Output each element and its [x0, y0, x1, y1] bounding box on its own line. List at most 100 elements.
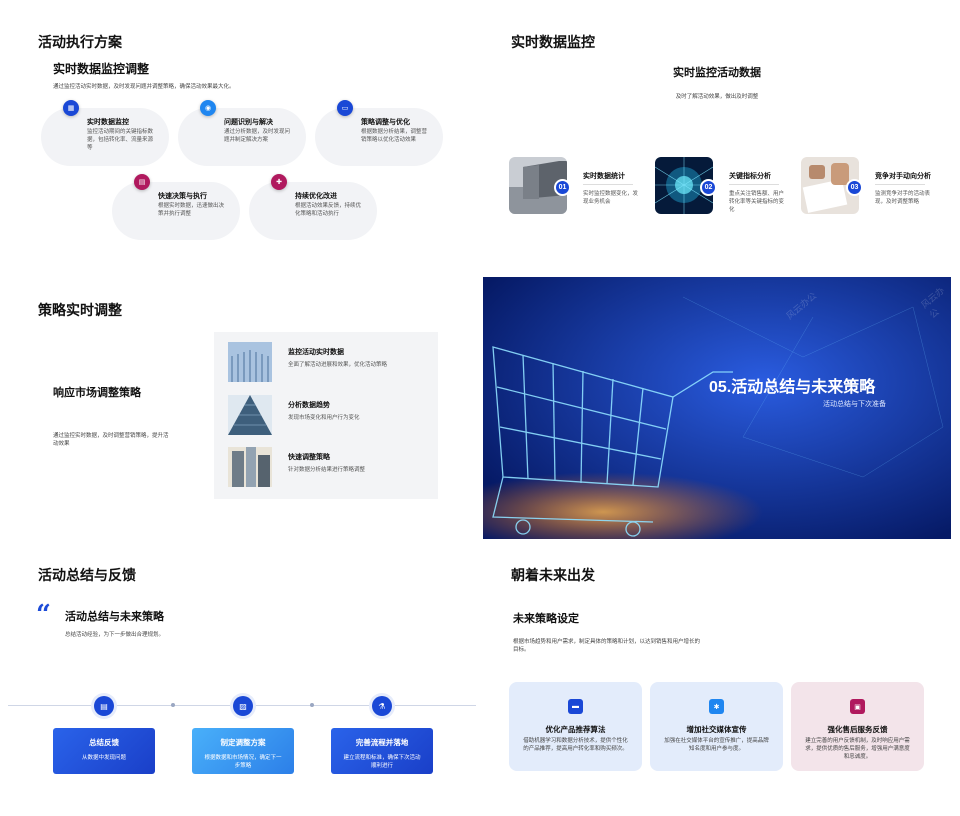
slide-activity-plan: 活动执行方案 实时数据监控调整 通过监控活动实时数据，及时发现问题并调整策略，确… [8, 12, 476, 274]
section-subtitle: 活动总结与下次准备 [823, 401, 886, 408]
divider [875, 184, 925, 185]
strategy-title: 监控活动实时数据 [288, 349, 344, 356]
metric-title: 关键指标分析 [729, 173, 771, 180]
target-icon: ◉ [200, 100, 216, 116]
strategy-card-title: 增加社交媒体宣传 [686, 725, 747, 734]
metric-number: 03 [846, 179, 863, 196]
strategy-card: ✱ 增加社交媒体宣传 加强在社交媒体平台的宣传推广，提高品牌知名度和用户参与度。 [650, 682, 783, 771]
step-card: 完善流程并落地 建立流程和标准，确保下次活动顺利进行 [331, 728, 433, 774]
plan-item-title: 实时数据监控 [87, 119, 129, 126]
metric-desc: 监测竞争对手的活动表现，及时调整策略 [875, 191, 931, 205]
slide-description: 总结活动经验，为下一步做出合理规划。 [65, 632, 165, 638]
strategy-desc: 全面了解活动进展和效果，优化活动策略 [288, 362, 388, 368]
plan-item: ✚ 持续优化改进 根据活动效果反馈，持续优化策略和活动执行 [249, 174, 377, 240]
step-desc: 建立流程和标准，确保下次活动顺利进行 [343, 755, 421, 769]
timeline-dot [310, 703, 314, 707]
image-icon: ▨ [233, 696, 253, 716]
strategy-title: 分析数据趋势 [288, 402, 330, 409]
metric-card: 02 关键指标分析 重点关注销售额、用户转化率等关键指标的变化 [655, 157, 795, 217]
document-icon: ▤ [94, 696, 114, 716]
slide-description: 及时了解活动效果，做出及时调整 [675, 94, 759, 100]
divider [729, 184, 779, 185]
plan-item: ▦ 实时数据监控 监控活动期间的关键指标数据，包括转化率、流量来源等 [41, 100, 169, 166]
cart-network-background [483, 277, 951, 539]
metric-number: 01 [554, 179, 571, 196]
metric-number: 02 [700, 179, 717, 196]
metric-title: 实时数据统计 [583, 173, 625, 180]
slide-subtitle: 活动总结与未来策略 [65, 611, 164, 623]
puzzle-icon: ✚ [271, 174, 287, 190]
strategy-desc: 发现市场变化和用户行为变化 [288, 415, 360, 421]
gear-icon: ✱ [709, 699, 724, 714]
metric-desc: 重点关注销售额、用户转化率等关键指标的变化 [729, 191, 785, 213]
step-card: 制定调整方案 根据数据和市场情况，确定下一步策略 [192, 728, 294, 774]
step-desc: 从数据中发现问题 [81, 755, 126, 761]
slide-title: 活动执行方案 [38, 34, 122, 50]
plan-item-desc: 根据实时数据，迅速做出决策并执行调整 [158, 203, 225, 217]
message-icon: ▤ [134, 174, 150, 190]
plan-item-title: 持续优化改进 [295, 193, 337, 200]
plan-item-desc: 根据活动效果反馈，持续优化策略和活动执行 [295, 203, 362, 217]
slide-subtitle: 实时数据监控调整 [53, 62, 150, 76]
quote-mark-icon: “ [36, 600, 51, 630]
flask-icon: ⚗ [372, 696, 392, 716]
plan-item: ◉ 问题识别与解决 通过分析数据，及时发现问题并制定解决方案 [178, 100, 306, 166]
skyscraper-photo [228, 395, 272, 435]
step-title: 制定调整方案 [220, 738, 266, 747]
strategy-card: ▣ 强化售后服务反馈 建立完善的用户反馈机制，及时响应用户需求，提供优质的售后服… [791, 682, 924, 771]
step-card: 总结反馈 从数据中发现问题 [53, 728, 155, 774]
section-title: 05.活动总结与未来策略 [709, 379, 876, 396]
divider [583, 184, 633, 185]
building-photo [228, 342, 272, 382]
step-desc: 根据数据和市场情况，确定下一步策略 [204, 755, 282, 769]
strategy-card-desc: 建立完善的用户反馈机制，及时响应用户需求，提供优质的售后服务，增强用户满意度和忠… [805, 738, 910, 760]
strategy-row: 快速调整策略 针对数据分析结果进行策略调整 [228, 447, 428, 489]
metric-title: 竞争对手动向分析 [875, 173, 931, 180]
plan-item-desc: 监控活动期间的关键指标数据，包括转化率、流量来源等 [87, 129, 154, 151]
strategy-desc: 针对数据分析结果进行策略调整 [288, 467, 366, 473]
metric-card: 03 竞争对手动向分析 监测竞争对手的活动表现，及时调整策略 [801, 157, 941, 217]
cart-icon: ▬ [568, 699, 583, 714]
strategy-panel: 监控活动实时数据 全面了解活动进展和效果，优化活动策略 分析数据趋势 发现市场变… [214, 332, 438, 499]
plan-item: ▤ 快速决策与执行 根据实时数据，迅速做出决策并执行调整 [112, 174, 240, 240]
metric-card: 01 实时数据统计 实时监控数据变化，发现业务机会 [509, 157, 649, 217]
monitor-icon: ▭ [337, 100, 353, 116]
metric-desc: 实时监控数据变化，发现业务机会 [583, 191, 639, 205]
chart-icon: ▦ [63, 100, 79, 116]
plan-item-desc: 根据数据分析结果，调整营销策略以优化活动效果 [361, 129, 428, 143]
slide-title: 实时数据监控 [511, 34, 595, 50]
plan-item-desc: 通过分析数据，及时发现问题并制定解决方案 [224, 129, 291, 143]
strategy-card: ▬ 优化产品推荐算法 借助机器学习和数据分析技术，提供个性化的产品推荐，提高用户… [509, 682, 642, 771]
slide-title: 活动总结与反馈 [38, 567, 136, 583]
tower-photo [228, 447, 272, 487]
slide-strategy-adjustment: 策略实时调整 响应市场调整策略 通过监控实时数据，及时调整营销策略，提升活动效果… [8, 278, 476, 540]
slide-description: 根据市场趋势和用户需求，制定具体的策略和计划，以达到销售和用户增长的目标。 [513, 639, 701, 653]
slide-summary-feedback: 活动总结与反馈 “ 活动总结与未来策略 总结活动经验，为下一步做出合理规划。 ▤… [8, 545, 476, 807]
slide-title: 策略实时调整 [38, 302, 122, 318]
mail-icon: ▣ [850, 699, 865, 714]
desk-photo [801, 157, 859, 214]
step-title: 总结反馈 [89, 738, 119, 747]
plan-item-title: 问题识别与解决 [224, 119, 273, 126]
slide-description: 通过监控实时数据，及时调整营销策略，提升活动效果 [53, 433, 169, 447]
slide-subtitle: 响应市场调整策略 [53, 387, 141, 399]
strategy-row: 监控活动实时数据 全面了解活动进展和效果，优化活动策略 [228, 342, 428, 384]
slide-description: 通过监控活动实时数据，及时发现问题并调整策略，确保活动效果最大化。 [53, 84, 235, 90]
strategy-title: 快速调整策略 [288, 454, 330, 461]
slide-title: 朝着未来出发 [511, 567, 595, 583]
slide-subtitle: 未来策略设定 [513, 613, 579, 625]
plan-item: ▭ 策略调整与优化 根据数据分析结果，调整营销策略以优化活动效果 [315, 100, 443, 166]
slide-realtime-monitoring: 实时数据监控 实时监控活动数据 及时了解活动效果，做出及时调整 01 实时数据统… [483, 12, 951, 274]
strategy-card-desc: 加强在社交媒体平台的宣传推广，提高品牌知名度和用户参与度。 [664, 738, 769, 752]
strategy-card-title: 优化产品推荐算法 [545, 725, 606, 734]
plan-item-title: 策略调整与优化 [361, 119, 410, 126]
slide-section-cover: 风云办公 风云办公 05.活动总结与未来策略 活动总结与下次准备 [483, 277, 951, 539]
strategy-row: 分析数据趋势 发现市场变化和用户行为变化 [228, 395, 428, 437]
plan-item-title: 快速决策与执行 [158, 193, 207, 200]
slide-future-strategy: 朝着未来出发 未来策略设定 根据市场趋势和用户需求，制定具体的策略和计划，以达到… [483, 545, 951, 807]
step-title: 完善流程并落地 [355, 738, 409, 747]
timeline-dot [171, 703, 175, 707]
strategy-card-title: 强化售后服务反馈 [827, 725, 888, 734]
strategy-card-desc: 借助机器学习和数据分析技术，提供个性化的产品推荐，提高用户转化率和购买频次。 [523, 738, 628, 752]
slide-subtitle: 实时监控活动数据 [673, 67, 761, 79]
